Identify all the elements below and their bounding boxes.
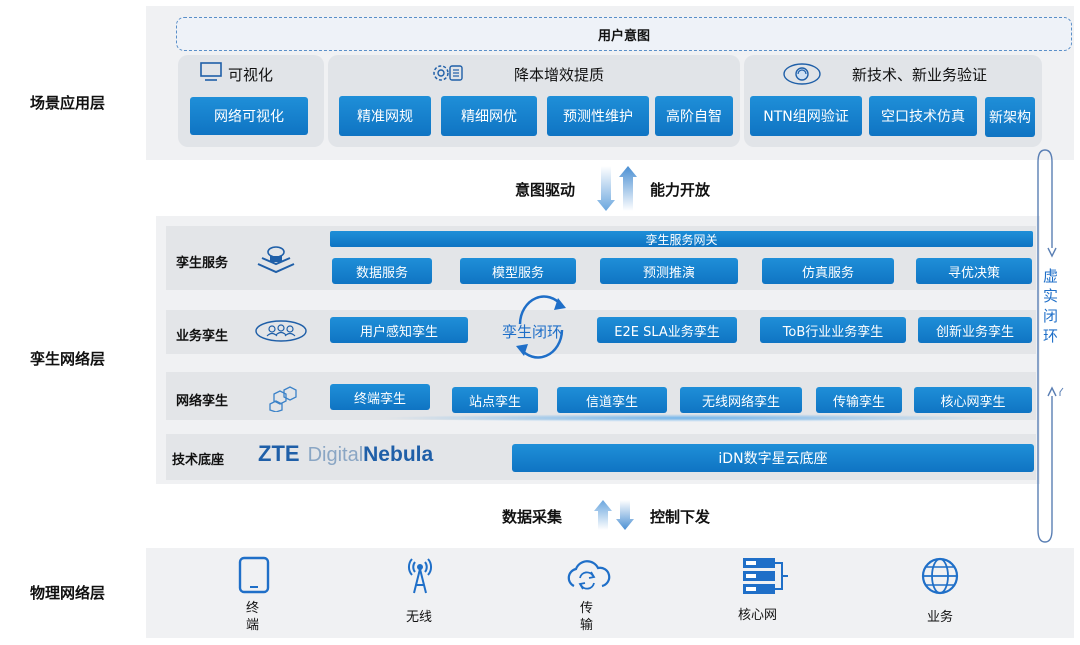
scene-item-precise-planning[interactable]: 精准网规 [339,96,431,136]
updown-arrows-bottom-icon [594,500,634,530]
tablet-icon [238,556,270,594]
scene-item-network-visual[interactable]: 网络可视化 [190,97,308,135]
business-twin-tob[interactable]: ToB行业业务孪生 [760,317,906,343]
scene-item-new-architecture[interactable]: 新架构 [985,97,1035,137]
business-twin-innovation[interactable]: 创新业务孪生 [918,317,1032,343]
glow-divider [380,414,1000,422]
user-intent-title: 用户意图 [597,28,650,44]
scene-item-air-interface-sim[interactable]: 空口技术仿真 [869,96,977,136]
satellite-icon [783,63,821,85]
scene-item-fine-optimization[interactable]: 精细网优 [441,96,537,136]
business-twin-e2e-sla[interactable]: E2E SLA业务孪生 [597,317,737,343]
tech-base-title: 技术底座 [172,453,225,468]
server-icon [743,558,788,594]
scene-group-cost-title: 降本增效提质 [514,66,605,84]
gear-doc-icon [433,65,463,81]
cloud-sync-icon [567,560,611,590]
network-twin-terminal[interactable]: 终端孪生 [330,384,430,410]
layer-label-scene: 场景应用层 [30,94,106,112]
zte-nebula-logo: ZTE Digital Nebula [258,441,468,475]
user-intent-bar: 用户意图 [176,17,1072,51]
service-stack-icon [257,246,295,274]
arrow-label-intent-drive: 意图驱动 [515,181,576,199]
users-group-icon [255,320,307,342]
twin-loop-cycle-icon [516,295,566,359]
twin-service-model[interactable]: 模型服务 [460,258,576,284]
arrow-label-capability-open: 能力开放 [650,181,711,199]
twin-service-title: 孪生服务 [176,256,229,271]
updown-arrows-icon [597,166,637,211]
side-loop-char-1: 虚 [1043,267,1059,285]
side-loop-char-4: 环 [1043,327,1059,345]
scene-group-newtech-title: 新技术、新业务验证 [852,66,988,84]
physical-label-core: 核心网 [738,608,778,623]
side-loop-char-2: 实 [1043,287,1059,305]
business-twin-title: 业务孪生 [176,329,229,344]
globe-icon [921,557,959,595]
side-loop-arrow-icon [1037,149,1064,543]
cubes-icon [269,386,297,412]
physical-label-terminal: 终 端 [246,601,260,633]
physical-label-wireless: 无线 [406,610,433,625]
scene-group-visual-title: 可视化 [228,66,274,84]
monitor-icon [200,62,222,81]
layer-label-twin: 孪生网络层 [30,350,106,368]
network-twin-transport[interactable]: 传输孪生 [816,387,902,413]
twin-service-gateway[interactable]: 孪生服务网关 [330,231,1033,247]
network-twin-title: 网络孪生 [176,394,229,409]
twin-loop-label: 孪生闭环 [502,323,563,341]
twin-service-predict[interactable]: 预测推演 [600,258,738,284]
physical-label-transport: 传 输 [580,601,594,633]
twin-service-simulation[interactable]: 仿真服务 [762,258,894,284]
layer-label-physical: 物理网络层 [30,584,106,602]
network-twin-channel[interactable]: 信道孪生 [557,387,667,413]
scene-item-predictive-maintenance[interactable]: 预测性维护 [547,96,649,136]
physical-layer-panel [146,548,1074,638]
scene-item-ntn-verify[interactable]: NTN组网验证 [750,96,862,136]
arrow-label-control-dispatch: 控制下发 [650,508,711,526]
physical-label-business: 业务 [927,610,954,625]
idn-nebula-base[interactable]: iDN数字星云底座 [512,444,1034,472]
antenna-icon [408,558,432,594]
arrow-label-data-collect: 数据采集 [502,508,563,526]
logo-digital: Digital [307,444,364,466]
network-twin-site[interactable]: 站点孪生 [452,387,538,413]
twin-service-data[interactable]: 数据服务 [332,258,432,284]
logo-zte: ZTE [258,441,300,466]
logo-nebula: Nebula [363,443,434,466]
twin-service-decision[interactable]: 寻优决策 [916,258,1032,284]
business-twin-user-perception[interactable]: 用户感知孪生 [330,317,468,343]
scene-item-advanced-autonomy[interactable]: 高阶自智 [655,96,733,136]
network-twin-core[interactable]: 核心网孪生 [914,387,1032,413]
side-loop-char-3: 闭 [1043,307,1059,325]
network-twin-wireless[interactable]: 无线网络孪生 [680,387,802,413]
